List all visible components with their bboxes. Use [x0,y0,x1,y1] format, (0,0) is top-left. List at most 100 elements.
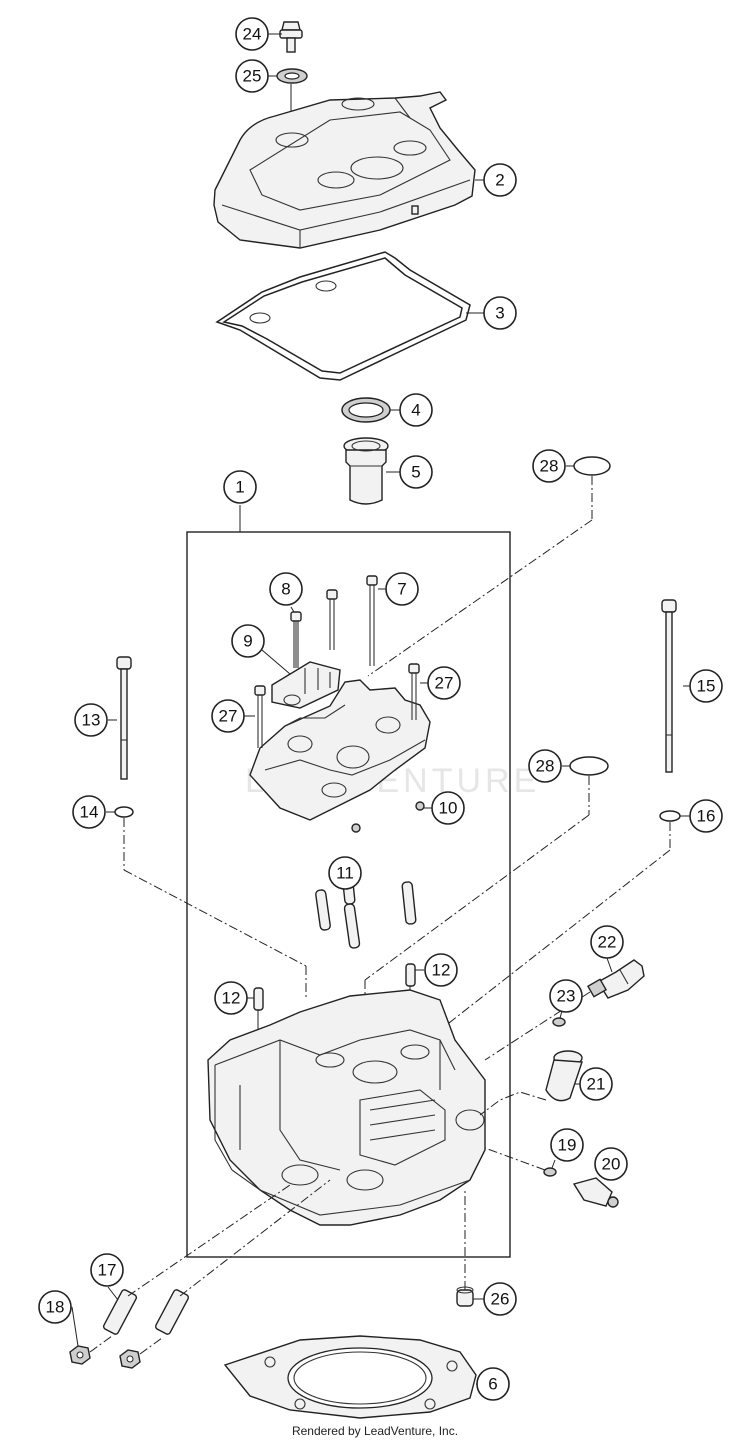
part-4-o-ring [341,397,391,423]
leader-17 [107,1286,119,1301]
callout-27b-circle [211,699,245,733]
leader-22 [606,957,613,973]
callout-14-label: 14 [80,803,99,822]
callout-18-label: 18 [46,1298,65,1317]
callout-17: 17 [90,1253,124,1287]
callout-14: 14 [72,795,106,829]
callout-21-label: 21 [587,1075,606,1094]
callout-19: 19 [550,1128,584,1162]
callout-6-label: 6 [488,1375,497,1394]
callout-10-label: 10 [439,799,458,818]
callout-13-circle [74,703,108,737]
footer-credit: Rendered by LeadVenture, Inc. [291,1424,459,1438]
callout-25: 25 [235,59,269,93]
callout-13-label: 13 [82,711,101,730]
callout-23-label: 23 [557,987,576,1006]
callout-15: 15 [689,669,723,703]
callout-15-label: 15 [697,677,716,696]
callout-26-circle [483,1282,517,1316]
dash-16-diagonal [439,849,671,1031]
part-21-water-elbow [545,1050,583,1102]
callout-12a: 12 [214,981,248,1015]
callout-24: 24 [235,17,269,51]
callout-6: 6 [476,1367,510,1401]
callout-12b-circle [424,953,458,987]
callout-23-circle [549,979,583,1013]
callout-5-label: 5 [411,463,420,482]
part-12-dowel-left [253,987,264,1035]
callout-9: 9 [231,624,265,658]
part-28-o-ring-upper [573,456,611,476]
callout-28a: 28 [532,449,566,483]
callout-10: 10 [431,791,465,825]
callout-7: 7 [385,572,419,606]
part-22-temperature-sensor [586,959,645,999]
callout-26: 26 [483,1282,517,1316]
callout-2-label: 2 [495,171,504,190]
callout-4: 4 [399,393,433,427]
dash-19 [484,1147,546,1171]
callout-21-circle [579,1067,613,1101]
part-18-nut-right [119,1349,141,1369]
callout-27a-circle [427,666,461,700]
callout-7-circle [385,572,419,606]
callout-1: 1 [223,470,257,504]
callout-28b-label: 28 [536,757,555,776]
callout-28b-circle [528,749,562,783]
callout-27a-label: 27 [435,674,454,693]
callout-11-label: 11 [336,864,354,883]
callout-16-label: 16 [697,807,716,826]
part-16-washer [659,810,681,822]
part-5-plug-tube [343,437,389,505]
leader-18 [71,1306,79,1347]
callout-1-label: 1 [235,478,244,497]
callout-16-circle [689,799,723,833]
callout-11-circle [328,856,362,890]
callout-3-label: 3 [495,304,504,323]
callout-7-label: 7 [397,580,406,599]
callout-28a-label: 28 [540,457,559,476]
dash-18a [89,1335,113,1353]
callout-15-circle [689,669,723,703]
callout-11: 11 [328,856,362,890]
callout-20-label: 20 [602,1155,621,1174]
callout-12b-label: 12 [432,961,451,980]
callout-20-circle [594,1147,628,1181]
dash-17a [127,1184,291,1297]
callout-17-label: 17 [98,1261,117,1280]
callout-8: 8 [269,572,303,606]
callout-6-circle [476,1367,510,1401]
leader-9 [261,649,291,675]
callout-20: 20 [594,1147,628,1181]
callout-8-label: 8 [281,580,290,599]
callout-22-circle [590,925,624,959]
callout-22-label: 22 [598,933,617,952]
callout-18: 18 [38,1290,72,1324]
part-2-valve-cover [213,91,476,249]
part-8-bolt-left [290,611,302,668]
callout-27b: 27 [211,699,245,733]
callout-22: 22 [590,925,624,959]
callout-19-circle [550,1128,584,1162]
part-10-screw [351,801,425,833]
dash-17b [179,1179,331,1297]
callout-19-label: 19 [558,1136,577,1155]
callout-5: 5 [399,455,433,489]
part-19-seal [543,1167,557,1177]
dash-18b [139,1337,163,1355]
part-18-nut-left [69,1345,91,1365]
callout-28b: 28 [528,749,562,783]
callout-24-label: 24 [243,25,262,44]
part-13-long-bolt [116,656,132,780]
part-17-stud-left [102,1289,138,1335]
part-6-head-gasket [223,1335,477,1419]
dash-28a-diagonal [367,519,593,677]
callout-10-circle [431,791,465,825]
dash-28b-diagonal [364,814,590,981]
callout-9-circle [231,624,265,658]
callout-28a-circle [532,449,566,483]
part-27-bolt-right [408,663,420,720]
callout-9-label: 9 [243,632,252,651]
cylinder-head-frame [186,531,511,1258]
